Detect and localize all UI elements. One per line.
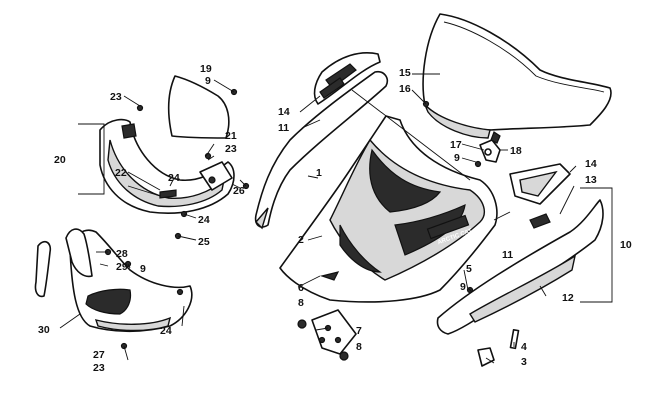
grommet-3 [477,347,495,367]
callout-4: 4 [521,341,527,353]
callout-13: 13 [585,174,597,186]
callout-27: 27 [93,349,105,361]
callout-19: 19 [200,63,212,75]
callout-22: 22 [115,167,127,179]
hood-plate [311,309,357,355]
callout-20: 20 [54,154,66,166]
callout-9-top: 9 [205,75,211,87]
nut-8-left [297,319,307,329]
callout-23-bottom: 23 [93,362,105,374]
callout-24-upper: 24 [168,172,180,184]
callout-30: 30 [38,324,50,336]
callout-14-left: 14 [278,106,290,118]
callout-9-bracket: 9 [454,152,460,164]
front-nose-upper [99,118,235,214]
callout-29: 29 [116,261,128,273]
callout-10: 10 [620,239,632,251]
callout-28: 28 [116,248,128,260]
callout-11-right: 11 [502,249,513,261]
callout-2: 2 [298,234,304,246]
callout-18: 18 [510,145,522,157]
callout-15: 15 [399,67,411,79]
left-fairing [65,228,93,278]
callout-9-lower: 9 [140,263,146,275]
windshield [422,13,612,139]
nut-8-bottom [339,351,349,361]
callout-23-mid: 23 [225,143,237,155]
callout-1: 1 [316,167,322,179]
left-side-trim [254,70,389,230]
skid-plate-side [34,240,52,298]
callout-17: 17 [450,139,462,151]
right-vent [509,163,571,205]
callout-23-top: 23 [110,91,122,103]
callout-14-right: 14 [585,158,597,170]
callout-9-side: 9 [460,281,466,293]
callout-8-bottom: 8 [356,341,362,353]
leader-lines [59,73,613,364]
callout-12: 12 [562,292,574,304]
callout-21: 21 [225,130,237,142]
callout-8-left: 8 [298,297,304,309]
windshield-bracket [479,131,501,163]
right-side-panel [436,199,604,335]
callout-24-lower: 24 [160,325,172,337]
callout-24-mid: 24 [198,214,210,226]
callout-3: 3 [521,356,527,368]
bumper-bracket [199,161,233,191]
bolt-4 [509,328,520,350]
callout-5: 5 [466,263,472,275]
callout-labels: 1 2 3 4 5 6 7 8 8 9 9 9 9 10 11 11 12 13… [38,63,632,374]
front-lower-nose [69,229,193,333]
hood: ARCTIC CAT [279,115,498,303]
callout-11-left: 11 [278,122,289,134]
callout-25: 25 [198,236,210,248]
callout-6: 6 [298,282,304,294]
callout-26: 26 [233,185,245,197]
left-upper-vent [313,52,381,105]
headlight-housing [167,75,230,139]
callout-7: 7 [356,325,362,337]
callout-16: 16 [399,83,411,95]
